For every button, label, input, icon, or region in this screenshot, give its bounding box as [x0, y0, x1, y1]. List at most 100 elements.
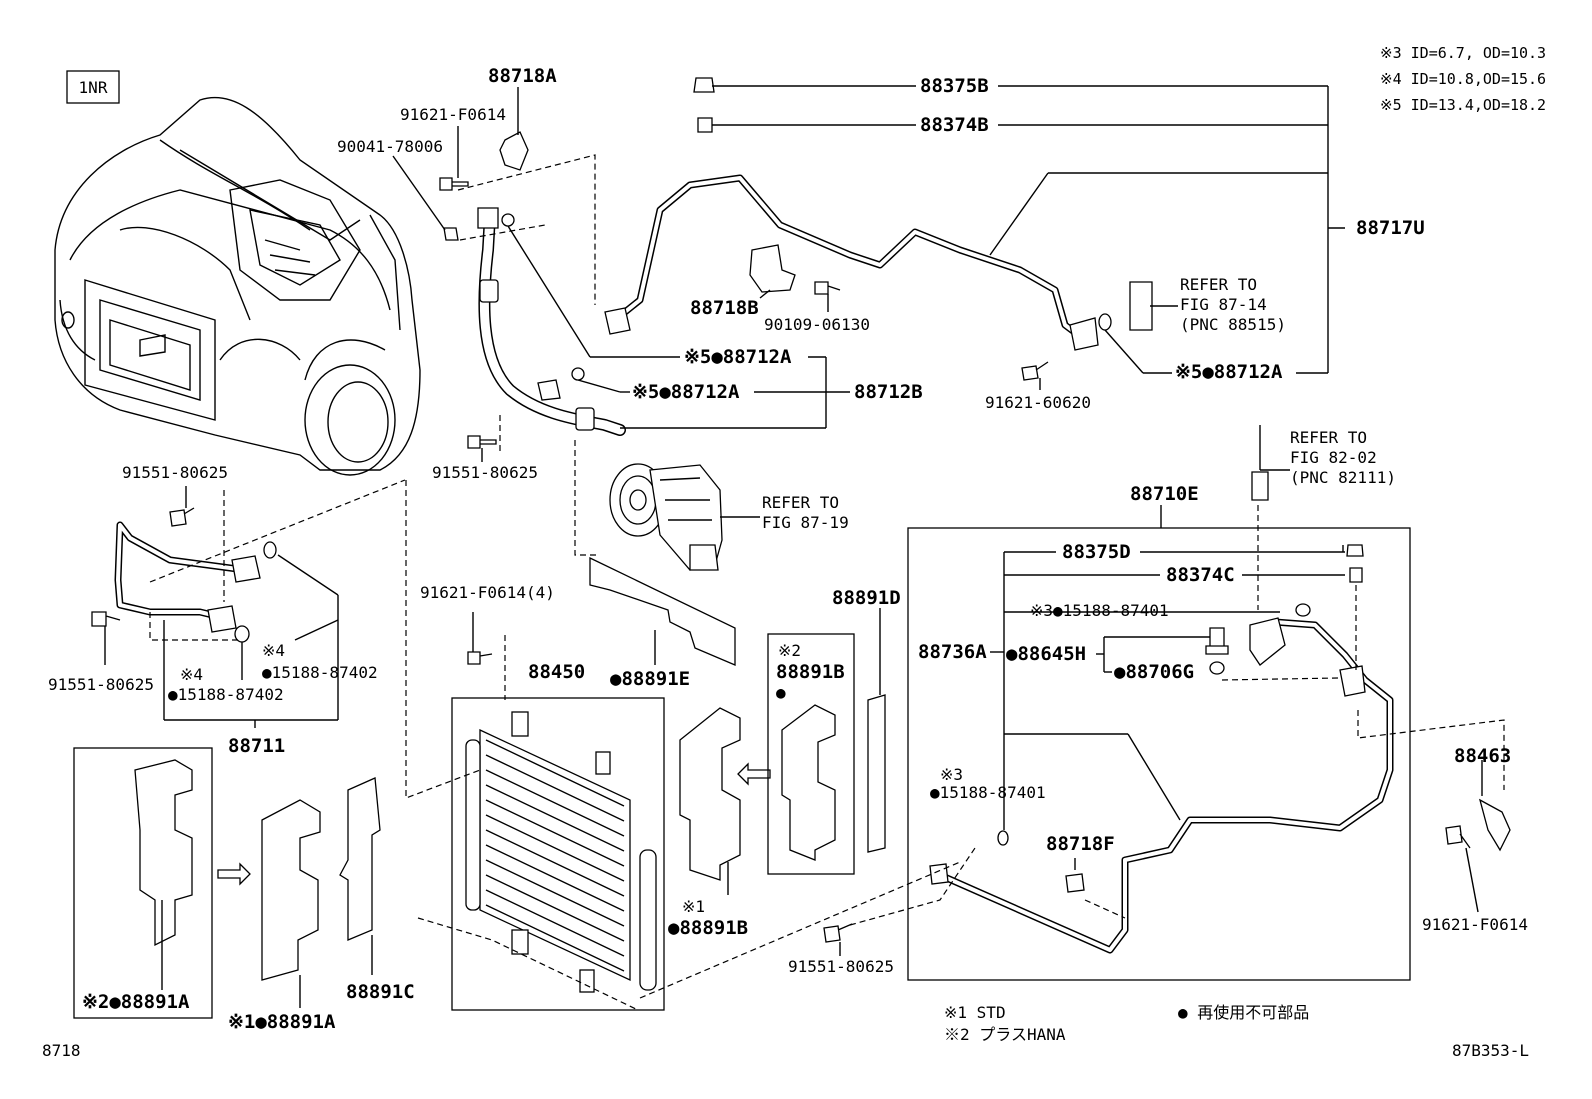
o-ring-icon: [571, 367, 585, 381]
bolt-icon: [1445, 825, 1471, 849]
bolt-icon: [1021, 361, 1049, 381]
label-88891a-2: ※2●88891A: [82, 991, 190, 1013]
label-91551-80625-a: 91551-80625: [122, 463, 228, 482]
arrow-icon: [737, 762, 771, 786]
o-ring-icon: [263, 541, 277, 559]
valve-core-88374b-icon: [697, 117, 713, 133]
bracket-88463-icon: [1478, 798, 1511, 852]
ref-87-14-line2: FIG 87-14: [1180, 295, 1267, 314]
bolt-icon: [439, 177, 469, 191]
o-ring-icon: [1098, 313, 1112, 331]
condenser-88450: [465, 711, 657, 993]
engine-label-box: [66, 70, 120, 104]
label-88710e: 88710E: [1130, 483, 1199, 505]
label-88463: 88463: [1454, 745, 1511, 767]
liquid-pipe-box: [907, 527, 1411, 981]
bolt-icon: [467, 435, 497, 449]
label-88712b: 88712B: [854, 381, 923, 403]
label-88711: 88711: [228, 735, 285, 757]
condenser-box: [451, 697, 665, 1011]
clamp-88718a-icon: [499, 131, 529, 171]
pipe-88717u: [604, 174, 1099, 351]
bolt-icon: [91, 611, 121, 627]
label-88891e: ●88891E: [610, 668, 690, 690]
label-88450: 88450: [528, 661, 585, 683]
hose-88712b: [477, 207, 626, 436]
bolt-icon: [823, 923, 853, 943]
hana-seal-box: [767, 633, 855, 875]
label-88645h: ●88645H: [1006, 643, 1086, 665]
label-15188-87402-a-mark: ※4: [262, 641, 285, 660]
seal-88891a-std-icon: [261, 799, 321, 981]
label-88374c: 88374C: [1166, 564, 1235, 586]
o-ring-icon: [501, 213, 515, 227]
o-ring-icon: [1209, 661, 1225, 675]
label-88891b-mark: ※2: [778, 641, 801, 660]
valve-core-88374c-icon: [1349, 567, 1363, 583]
bracket-88718b-icon: [749, 244, 796, 293]
clamp-88718f-icon: [1065, 873, 1085, 893]
ref-82-02-line3: (PNC 82111): [1290, 468, 1396, 487]
seal-88891c-icon: [339, 777, 381, 941]
pipe-88711: [114, 521, 261, 633]
label-91551-80625-d: 91551-80625: [788, 957, 894, 976]
label-88891b-dot: ●: [776, 683, 786, 702]
label-88718f: 88718F: [1046, 833, 1115, 855]
label-88891c: 88891C: [346, 981, 415, 1003]
note-4: ※4 ID=10.8,OD=15.6: [1380, 70, 1546, 88]
label-88706g: ●88706G: [1114, 661, 1194, 683]
support-88891e-icon: [589, 556, 736, 666]
label-88891d: 88891D: [832, 587, 901, 609]
o-ring-icon: [997, 830, 1009, 846]
seal-88891b-std-icon: [679, 707, 741, 881]
legend-non-reusable: ● 再使用不可部品: [1178, 1003, 1309, 1022]
ref-82-02-line1: REFER TO: [1290, 428, 1367, 447]
cap-88375b-icon: [693, 77, 715, 93]
label-91621-f0614-4: 91621-F0614(4): [420, 583, 555, 602]
label-91621-f0614: 91621-F0614: [400, 105, 506, 124]
compressor-illustration: [609, 463, 723, 571]
label-15188-87402-a: ●15188-87402: [262, 663, 378, 682]
plug-88645h-icon: [1205, 627, 1229, 655]
note-3: ※3 ID=6.7, OD=10.3: [1380, 44, 1546, 62]
legend-hana: ※2 プラスHANA: [944, 1025, 1066, 1044]
label-88736a: 88736A: [918, 641, 987, 663]
ref-87-14-line3: (PNC 88515): [1180, 315, 1286, 334]
label-15188-87401-b: ●15188-87401: [930, 783, 1046, 802]
label-88712a-2: ※5●88712A: [632, 381, 740, 403]
label-88374b: 88374B: [920, 114, 989, 136]
pressure-switch-icon: [1251, 471, 1269, 501]
cap-88375d-icon: [1346, 544, 1364, 557]
label-91551-80625-b: 91551-80625: [432, 463, 538, 482]
seal-88891b-hana-icon: [781, 704, 836, 861]
o-ring-icon: [1295, 603, 1311, 617]
bolt-icon: [814, 281, 841, 295]
vehicle-front-illustration: [54, 96, 421, 476]
label-90041-78006: 90041-78006: [337, 137, 443, 156]
ref-82-02-line2: FIG 82-02: [1290, 448, 1377, 467]
nut-icon: [443, 227, 459, 241]
label-90109-06130: 90109-06130: [764, 315, 870, 334]
bolt-icon: [467, 651, 493, 665]
label-88891a-1: ※1●88891A: [228, 1011, 336, 1033]
note-5: ※5 ID=13.4,OD=18.2: [1380, 96, 1546, 114]
label-15188-87402-b-mark: ※4: [180, 665, 203, 684]
ref-87-19-line2: FIG 87-19: [762, 513, 849, 532]
label-88718a: 88718A: [488, 65, 557, 87]
ref-87-14-line1: REFER TO: [1180, 275, 1257, 294]
label-15188-87401-b-mark: ※3: [940, 765, 963, 784]
label-88712a-1: ※5●88712A: [684, 346, 792, 368]
label-15188-87401-a: ※3●15188-87401: [1030, 601, 1169, 620]
label-88375b: 88375B: [920, 75, 989, 97]
label-88712a-3: ※5●88712A: [1175, 361, 1283, 383]
pipe-88710e: [929, 617, 1394, 954]
hana-88891a-box: [73, 747, 213, 1019]
page-number: 8718: [42, 1041, 81, 1060]
engine-label: 1NR: [79, 78, 108, 97]
bolt-icon: [169, 507, 195, 527]
expansion-valve-icon: [1129, 281, 1153, 331]
label-91551-80625-c: 91551-80625: [48, 675, 154, 694]
label-88717u: 88717U: [1356, 217, 1425, 239]
label-15188-87402-b: ●15188-87402: [168, 685, 284, 704]
label-88718b: 88718B: [690, 297, 759, 319]
